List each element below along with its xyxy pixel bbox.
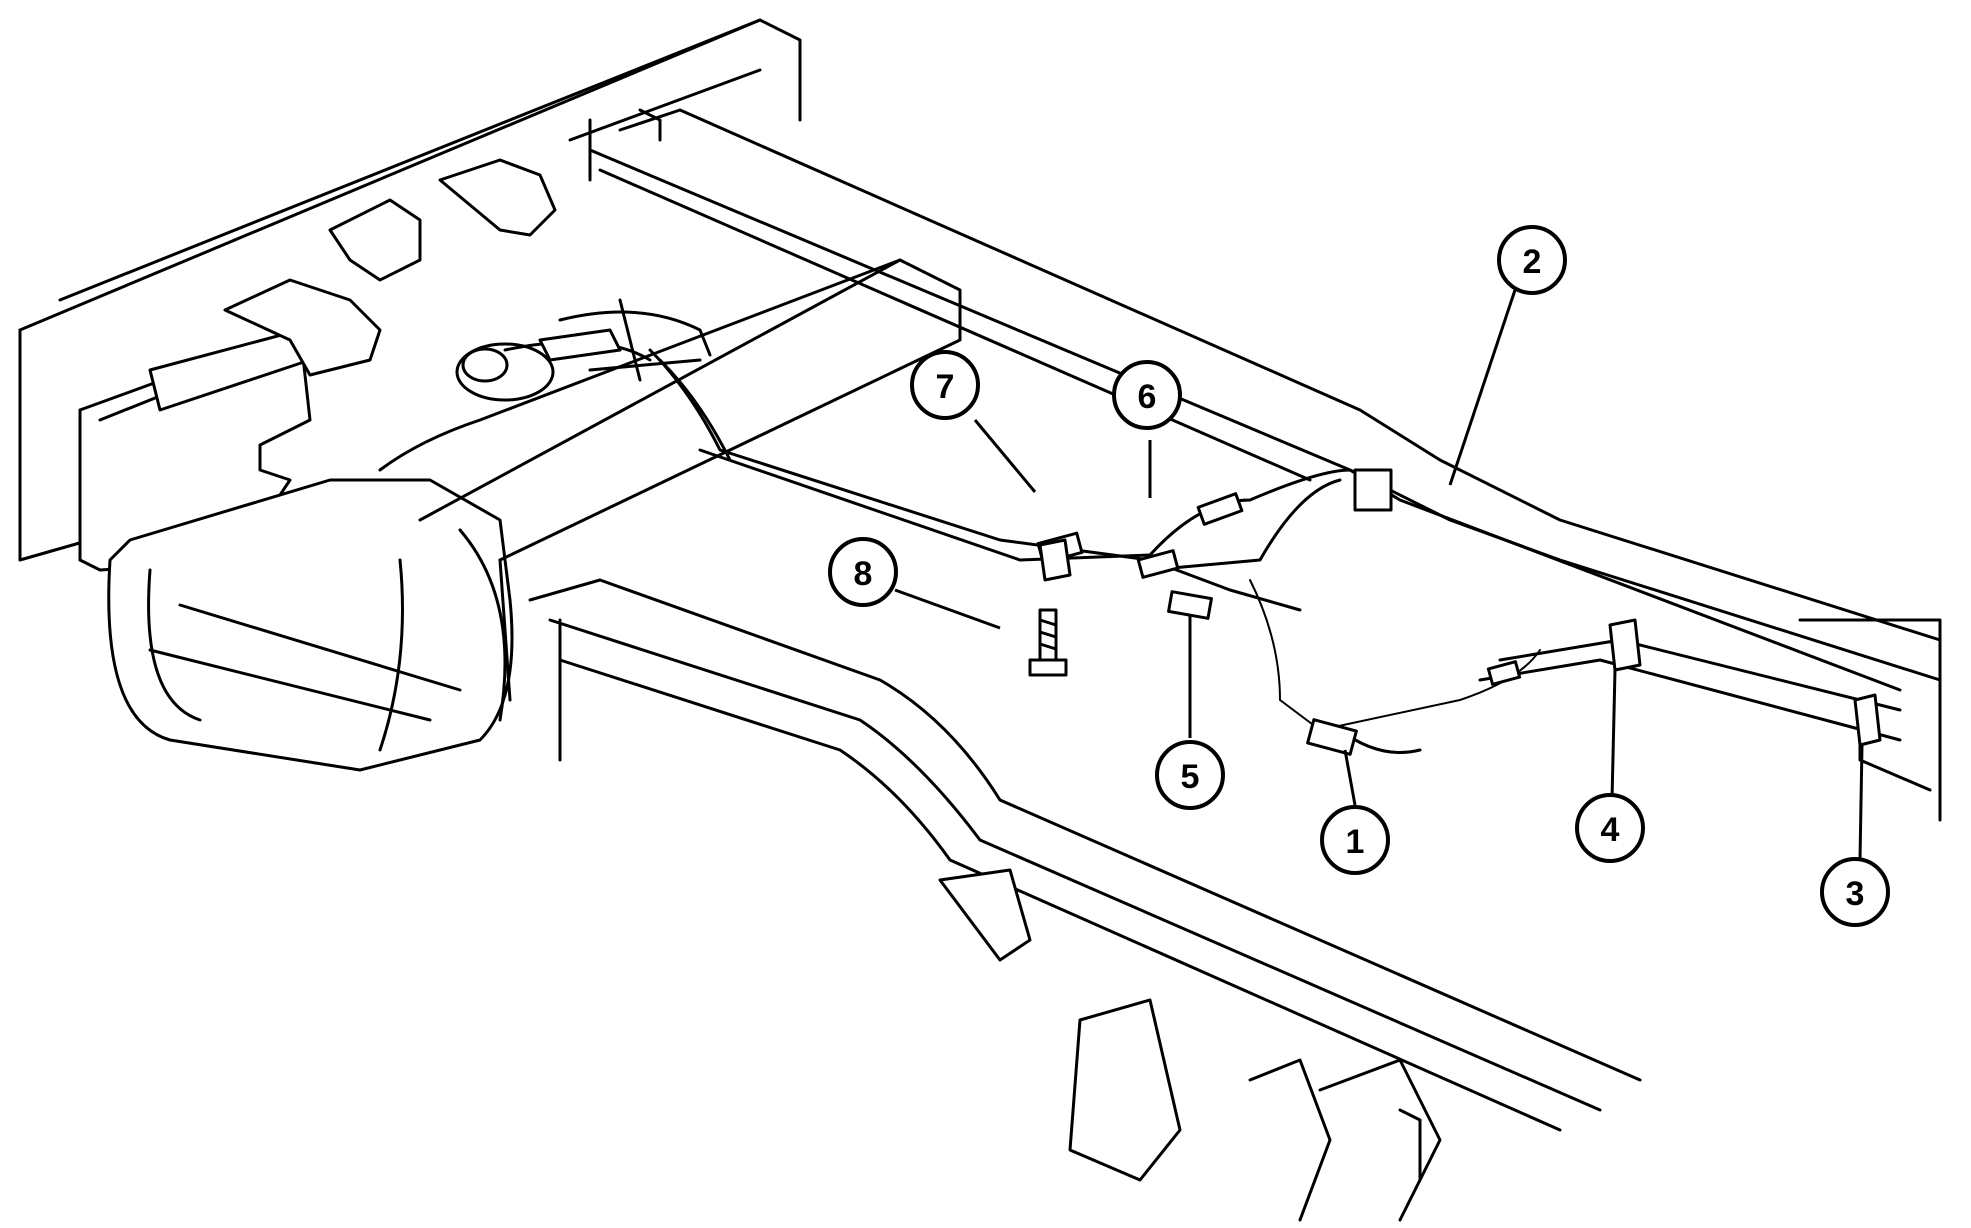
fuel-sender-assembly [455, 298, 712, 402]
mounting-bolt [1028, 608, 1068, 677]
callout-4: 4 [1575, 793, 1645, 863]
callout-5-label: 5 [1181, 758, 1200, 796]
callout-3: 3 [1820, 857, 1890, 927]
callout-6-label: 6 [1138, 378, 1157, 416]
fuel-tank [107, 258, 962, 772]
callout-3-label: 3 [1846, 875, 1865, 913]
line-fittings [1036, 468, 1522, 756]
callout-7: 7 [910, 350, 980, 420]
leader-lines [894, 289, 1864, 861]
callout-8: 8 [828, 537, 898, 607]
callout-4-label: 4 [1601, 811, 1620, 849]
callout-7-label: 7 [936, 368, 955, 406]
callout-5: 5 [1155, 740, 1225, 810]
callout-8-label: 8 [854, 555, 873, 593]
line-clips [1038, 538, 1882, 747]
callout-1: 1 [1320, 805, 1390, 875]
callout-6: 6 [1112, 360, 1182, 430]
callout-2-label: 2 [1523, 243, 1542, 281]
right-frame-rail [528, 578, 1642, 1222]
callout-2: 2 [1497, 225, 1567, 295]
callout-1-label: 1 [1346, 823, 1365, 861]
left-frame-rail [588, 108, 1942, 822]
